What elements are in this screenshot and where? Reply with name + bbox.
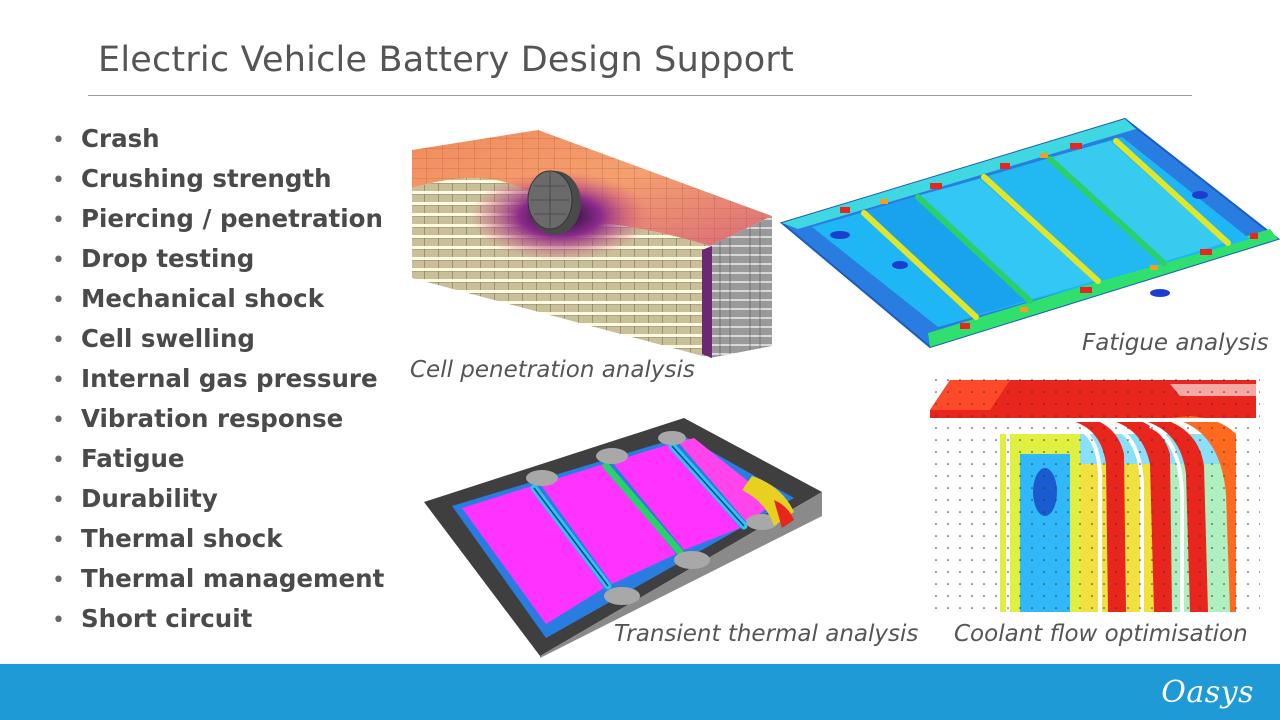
list-item-label: Drop testing bbox=[81, 244, 255, 273]
bullet-dot: • bbox=[52, 448, 65, 473]
list-item: • Thermal management bbox=[52, 559, 384, 599]
capability-list: • Crash • Crushing strength • Piercing / pe… bbox=[52, 119, 384, 639]
list-item: • Fatigue bbox=[52, 439, 384, 479]
transient-thermal-caption: Transient thermal analysis bbox=[614, 621, 919, 647]
list-item-label: Internal gas pressure bbox=[81, 364, 378, 393]
bullet-dot: • bbox=[52, 208, 65, 233]
bullet-dot: • bbox=[52, 608, 65, 633]
cell-penetration-caption: Cell penetration analysis bbox=[410, 357, 695, 383]
list-item: • Internal gas pressure bbox=[52, 359, 384, 399]
list-item: • Cell swelling bbox=[52, 319, 384, 359]
coolant-flow-image bbox=[930, 374, 1260, 614]
list-item: • Thermal shock bbox=[52, 519, 384, 559]
list-item-label: Mechanical shock bbox=[81, 284, 324, 313]
list-item-label: Piercing / penetration bbox=[81, 204, 383, 233]
bullet-dot: • bbox=[52, 488, 65, 513]
coolant-flow-caption: Coolant flow optimisation bbox=[954, 621, 1248, 647]
bullet-dot: • bbox=[52, 328, 65, 353]
bullet-dot: • bbox=[52, 408, 65, 433]
bullet-dot: • bbox=[52, 248, 65, 273]
list-item: • Crash bbox=[52, 119, 384, 159]
oasys-logo: Oasys bbox=[1161, 675, 1254, 710]
page-title: Electric Vehicle Battery Design Support bbox=[98, 40, 794, 80]
list-item: • Short circuit bbox=[52, 599, 384, 639]
bullet-dot: • bbox=[52, 568, 65, 593]
bullet-dot: • bbox=[52, 288, 65, 313]
bullet-dot: • bbox=[52, 368, 65, 393]
footer-bar: Oasys bbox=[0, 664, 1280, 720]
list-item: • Mechanical shock bbox=[52, 279, 384, 319]
cell-penetration-image bbox=[410, 128, 774, 358]
transient-thermal-image bbox=[422, 416, 824, 658]
list-item-label: Thermal shock bbox=[81, 524, 283, 553]
list-item: • Vibration response bbox=[52, 399, 384, 439]
fatigue-analysis-caption: Fatigue analysis bbox=[1082, 330, 1269, 356]
list-item-label: Cell swelling bbox=[81, 324, 255, 353]
bullet-dot: • bbox=[52, 128, 65, 153]
bullet-dot: • bbox=[52, 528, 65, 553]
list-item-label: Vibration response bbox=[81, 404, 344, 433]
fatigue-analysis-image bbox=[780, 115, 1280, 350]
list-item-label: Crushing strength bbox=[81, 164, 332, 193]
list-item: • Crushing strength bbox=[52, 159, 384, 199]
bullet-dot: • bbox=[52, 168, 65, 193]
list-item-label: Short circuit bbox=[81, 604, 253, 633]
list-item: • Piercing / penetration bbox=[52, 199, 384, 239]
title-rule bbox=[88, 95, 1192, 96]
list-item-label: Durability bbox=[81, 484, 218, 513]
list-item-label: Crash bbox=[81, 124, 160, 153]
list-item-label: Thermal management bbox=[81, 564, 385, 593]
list-item: • Drop testing bbox=[52, 239, 384, 279]
list-item: • Durability bbox=[52, 479, 384, 519]
list-item-label: Fatigue bbox=[81, 444, 185, 473]
